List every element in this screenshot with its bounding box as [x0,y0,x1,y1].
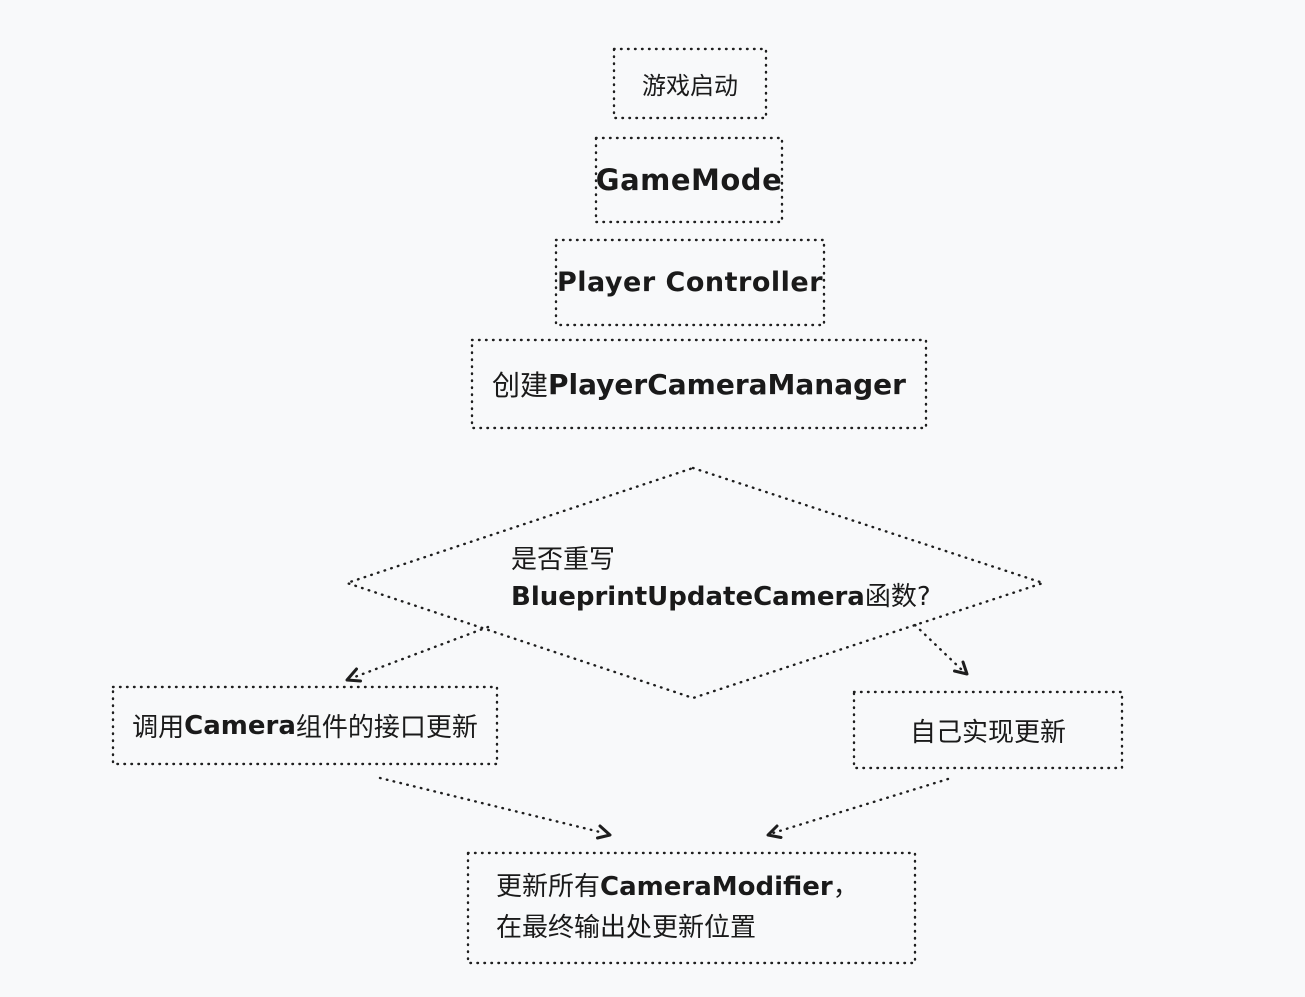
node-self-implement-label: 自己实现更新 [909,717,1066,748]
call-camera-interface-box-border [111,685,499,766]
update-modifier-label-line1: 更新所有CameraModifier， [496,872,859,902]
arrow-decision-to-call-camera [350,625,490,680]
update-modifier-box-border [466,851,917,965]
decision-label-line1: 是否重写 [511,545,616,575]
arrow-self-implement-to-update-modifier [771,777,950,835]
arrowhead-self-implement-to-update-modifier [766,824,783,839]
game-mode-box-border [594,136,784,224]
arrowhead-call-camera-to-update-modifier [596,824,612,840]
self-implement-box-border [852,690,1124,770]
node-decision-label: 是否重写 BlueprintUpdateCamera函数? [511,542,941,616]
arrowhead-decision-to-call-camera [345,667,362,683]
create-camera-manager-box-border [470,338,928,430]
arrow-call-camera-to-update-modifier [378,776,606,835]
node-player-controller-label: Player Controller [556,267,824,298]
game-start-box-border [612,47,768,120]
update-modifier-label-line2: 在最终输出处更新位置 [496,913,757,943]
arrowhead-decision-to-self-implement [953,660,969,676]
node-game-start-label: 游戏启动 [642,72,738,100]
node-update-modifier-label: 更新所有CameraModifier， 在最终输出处更新位置 [496,853,906,963]
node-game-mode-label: GameMode [595,163,783,197]
decision-diamond [345,466,1045,700]
decision-label-line2: BlueprintUpdateCamera函数? [511,582,931,612]
arrow-decision-to-self-implement [913,623,965,673]
player-controller-box-border [554,238,826,327]
